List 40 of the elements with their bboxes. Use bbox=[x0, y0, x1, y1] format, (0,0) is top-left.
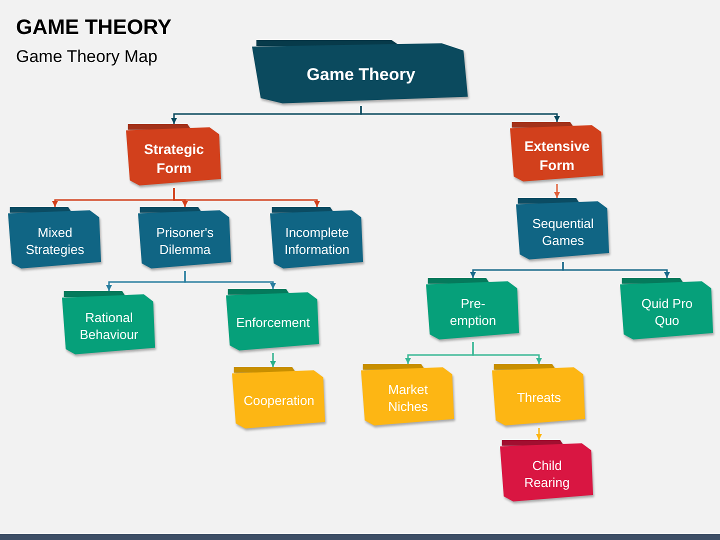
node-label: Child Rearing bbox=[523, 458, 571, 492]
connector-arrow bbox=[562, 262, 670, 278]
subtitle: Game Theory Map bbox=[16, 46, 158, 68]
connector-arrow bbox=[472, 342, 542, 364]
node-label: Enforcement bbox=[236, 315, 310, 332]
folder-card bbox=[226, 289, 320, 353]
folder-card bbox=[252, 40, 470, 106]
node-label: Rational Behaviour bbox=[78, 310, 140, 344]
node-label: Threats bbox=[516, 390, 562, 407]
node-label: Market Niches bbox=[387, 382, 429, 416]
node-label: Prisoner's Dilemma bbox=[155, 224, 215, 258]
connector-arrow bbox=[173, 188, 320, 207]
folder-card bbox=[62, 291, 156, 357]
folder-card bbox=[361, 364, 455, 428]
folder-card bbox=[510, 122, 604, 184]
connector-arrow bbox=[184, 271, 276, 289]
folder-card bbox=[232, 367, 326, 431]
node-label: Strategic Form bbox=[143, 140, 205, 177]
folder-card bbox=[126, 124, 222, 188]
folder-card bbox=[620, 278, 714, 342]
folder-card bbox=[426, 278, 520, 342]
node-label: Extensive Form bbox=[523, 137, 591, 174]
folder-card bbox=[138, 207, 232, 271]
connector-arrow bbox=[554, 184, 560, 198]
node-label: Mixed Strategies bbox=[24, 224, 86, 258]
folder-card bbox=[8, 207, 102, 271]
node-label: Game Theory bbox=[306, 64, 416, 86]
node-label: Quid Pro Quo bbox=[640, 296, 694, 330]
folder-card bbox=[500, 440, 594, 504]
node-label: Incomplete Information bbox=[283, 224, 351, 258]
connector-arrow bbox=[270, 353, 276, 367]
connector-arrow bbox=[360, 106, 560, 122]
node-label: Pre- emption bbox=[448, 296, 498, 330]
folder-card bbox=[270, 207, 364, 271]
connector-arrow bbox=[536, 428, 542, 440]
folder-card bbox=[516, 198, 610, 262]
node-label: Cooperation bbox=[244, 393, 314, 410]
folder-card bbox=[492, 364, 586, 428]
node-label: Sequential Games bbox=[531, 216, 595, 250]
page-title: GAME THEORY bbox=[16, 15, 172, 41]
